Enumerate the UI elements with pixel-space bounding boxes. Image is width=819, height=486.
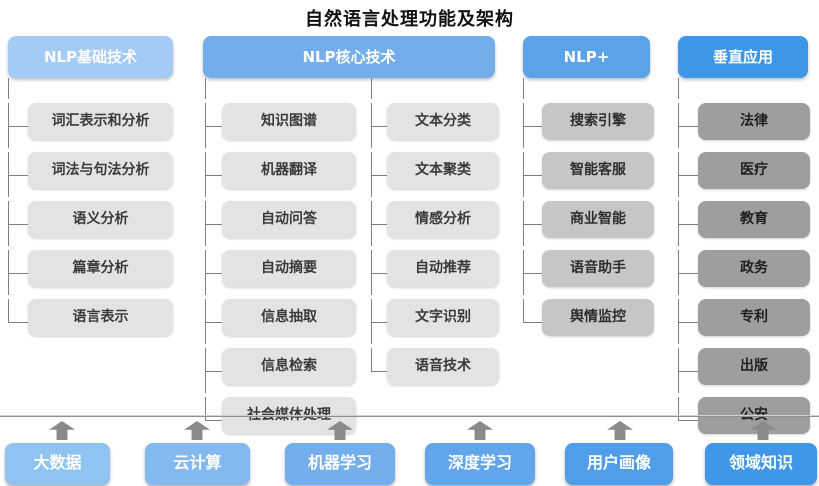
foundation-cloud-computing: 云计算 xyxy=(145,443,250,485)
tree-row: 舆情监控 xyxy=(523,299,654,344)
tree-node: 语义分析 xyxy=(28,201,173,238)
tree-node: 搜索引擎 xyxy=(542,103,654,140)
tree-row: 机器翻译 xyxy=(205,152,356,197)
tree-row: 智能客服 xyxy=(523,152,654,197)
tree-node: 自动摘要 xyxy=(222,250,356,287)
foundation-user-profile: 用户画像 xyxy=(565,443,673,485)
tree-row: 自动摘要 xyxy=(205,250,356,295)
tree-row: 情感分析 xyxy=(371,201,499,246)
header-nlp-core-tech: NLP核心技术 xyxy=(203,36,495,78)
tree-row: 文本聚类 xyxy=(371,152,499,197)
tree-node: 政务 xyxy=(698,250,810,287)
tree-row: 词汇表示和分析 xyxy=(8,103,173,148)
up-arrow-icon xyxy=(607,421,633,440)
tree-node: 信息抽取 xyxy=(222,299,356,336)
column-nlp-core-left: 知识图谱 机器翻译 自动问答 自动摘要 信息抽取 信息检索 社会媒体处理 xyxy=(205,78,356,442)
tree-node: 专利 xyxy=(698,299,810,336)
tree-row: 自动推荐 xyxy=(371,250,499,295)
connector-rail xyxy=(523,78,524,99)
header-nlp-plus: NLP+ xyxy=(523,36,650,78)
tree-node: 知识图谱 xyxy=(222,103,356,140)
tree-node: 商业智能 xyxy=(542,201,654,238)
column-nlp-core-right: 文本分类 文本聚类 情感分析 自动推荐 文字识别 语音技术 xyxy=(371,78,499,393)
tree-node: 信息检索 xyxy=(222,348,356,385)
tree-row: 医疗 xyxy=(678,152,810,197)
tree-row: 语音技术 xyxy=(371,348,499,393)
connector-rail xyxy=(8,78,9,99)
tree-node: 文本分类 xyxy=(387,103,499,140)
tree-row: 商业智能 xyxy=(523,201,654,246)
connector-rail xyxy=(678,78,679,99)
tree-row: 教育 xyxy=(678,201,810,246)
tree-node: 自动问答 xyxy=(222,201,356,238)
foundation-domain-knowledge: 领域知识 xyxy=(705,443,817,485)
foundation-separator-line xyxy=(0,415,819,417)
tree-row: 信息检索 xyxy=(205,348,356,393)
tree-node: 医疗 xyxy=(698,152,810,189)
tree-row: 公安 xyxy=(678,397,810,442)
tree-node: 文字识别 xyxy=(387,299,499,336)
tree-node: 语音助手 xyxy=(542,250,654,287)
tree-row: 出版 xyxy=(678,348,810,393)
header-nlp-basic-tech: NLP基础技术 xyxy=(8,36,173,78)
tree-row: 语言表示 xyxy=(8,299,173,344)
tree-node: 篇章分析 xyxy=(28,250,173,287)
up-arrow-icon xyxy=(467,421,493,440)
tree-node: 语音技术 xyxy=(387,348,499,385)
tree-row: 政务 xyxy=(678,250,810,295)
tree-node: 舆情监控 xyxy=(542,299,654,336)
connector-rail xyxy=(205,78,206,99)
foundation-machine-learning: 机器学习 xyxy=(285,443,395,485)
diagram-title: 自然语言处理功能及架构 xyxy=(305,9,514,30)
tree-row: 信息抽取 xyxy=(205,299,356,344)
tree-row: 文本分类 xyxy=(371,103,499,148)
tree-row: 自动问答 xyxy=(205,201,356,246)
tree-row: 词法与句法分析 xyxy=(8,152,173,197)
tree-row: 专利 xyxy=(678,299,810,344)
up-arrow-icon xyxy=(49,421,75,440)
foundation-deep-learning: 深度学习 xyxy=(425,443,535,485)
tree-node: 机器翻译 xyxy=(222,152,356,189)
tree-node: 文本聚类 xyxy=(387,152,499,189)
tree-row: 语音助手 xyxy=(523,250,654,295)
column-vertical-apps: 法律 医疗 教育 政务 专利 出版 公安 xyxy=(678,78,810,442)
tree-row: 文字识别 xyxy=(371,299,499,344)
tree-node: 情感分析 xyxy=(387,201,499,238)
column-nlp-basic-tech: 词汇表示和分析 词法与句法分析 语义分析 篇章分析 语言表示 xyxy=(8,78,173,344)
connector-rail xyxy=(371,78,372,99)
tree-node: 法律 xyxy=(698,103,810,140)
column-nlp-plus: 搜索引擎 智能客服 商业智能 语音助手 舆情监控 xyxy=(523,78,654,344)
tree-node: 词汇表示和分析 xyxy=(28,103,173,140)
tree-row: 搜索引擎 xyxy=(523,103,654,148)
tree-row: 篇章分析 xyxy=(8,250,173,295)
tree-row: 知识图谱 xyxy=(205,103,356,148)
tree-node: 智能客服 xyxy=(542,152,654,189)
tree-node: 词法与句法分析 xyxy=(28,152,173,189)
tree-row: 法律 xyxy=(678,103,810,148)
header-vertical-apps: 垂直应用 xyxy=(678,36,808,78)
foundation-big-data: 大数据 xyxy=(5,443,110,485)
tree-row: 语义分析 xyxy=(8,201,173,246)
tree-node: 语言表示 xyxy=(28,299,173,336)
tree-node: 教育 xyxy=(698,201,810,238)
tree-node: 出版 xyxy=(698,348,810,385)
tree-row: 社会媒体处理 xyxy=(205,397,356,442)
tree-node: 自动推荐 xyxy=(387,250,499,287)
